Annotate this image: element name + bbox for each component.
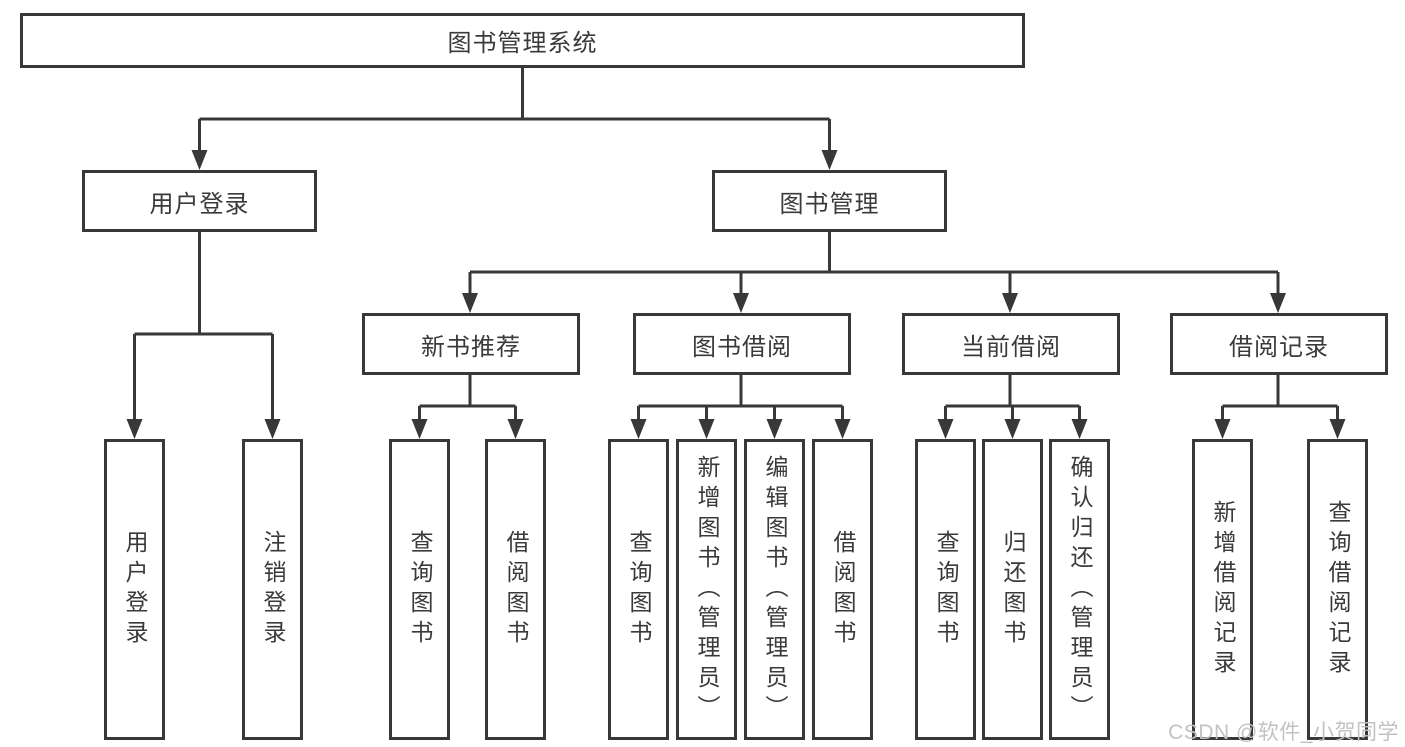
leaf-confirm-return-admin: 确认归还（管理员）: [1049, 439, 1110, 740]
leaf-query-books-borrowing: 查询图书: [608, 439, 669, 740]
leaf-query-books-borrowing-label: 查询图书: [626, 529, 652, 650]
node-current-borrowing-label: 当前借阅: [961, 333, 1061, 361]
node-book-borrowing-label: 图书借阅: [692, 333, 792, 361]
leaf-user-login: 用户登录: [104, 439, 165, 740]
node-borrowing-records-label: 借阅记录: [1229, 333, 1329, 361]
leaf-confirm-return-admin-label: 确认归还（管理员）: [1067, 454, 1093, 725]
leaf-borrow-books-recommend-label: 借阅图书: [503, 529, 529, 650]
leaf-query-books-recommend-label: 查询图书: [407, 529, 433, 650]
leaf-borrow-books-recommend: 借阅图书: [485, 439, 546, 740]
leaf-query-books-current-label: 查询图书: [933, 529, 959, 650]
watermark: CSDN @软件_小贺同学: [1168, 721, 1399, 744]
node-current-borrowing: 当前借阅: [902, 313, 1120, 375]
node-new-book-recommend: 新书推荐: [362, 313, 580, 375]
leaf-logout-label: 注销登录: [260, 529, 286, 650]
leaf-user-login-label: 用户登录: [122, 529, 148, 650]
leaf-add-book-admin-label: 新增图书（管理员）: [694, 454, 720, 725]
leaf-return-books: 归还图书: [982, 439, 1043, 740]
leaf-borrow-books-borrowing: 借阅图书: [812, 439, 873, 740]
node-root-label: 图书管理系统: [447, 30, 598, 57]
node-new-book-recommend-label: 新书推荐: [421, 333, 521, 361]
node-user-login-label: 用户登录: [149, 190, 250, 218]
node-root: 图书管理系统: [20, 13, 1025, 68]
leaf-add-borrow-record-label: 新增借阅记录: [1210, 499, 1236, 680]
node-user-login: 用户登录: [82, 170, 317, 232]
leaf-query-books-current: 查询图书: [915, 439, 976, 740]
node-book-management-label: 图书管理: [779, 190, 880, 218]
node-book-management: 图书管理: [712, 170, 947, 232]
leaf-return-books-label: 归还图书: [1000, 529, 1026, 650]
leaf-edit-book-admin: 编辑图书（管理员）: [744, 439, 805, 740]
leaf-query-borrow-record: 查询借阅记录: [1307, 439, 1368, 740]
leaf-borrow-books-borrowing-label: 借阅图书: [830, 529, 856, 650]
leaf-query-books-recommend: 查询图书: [389, 439, 450, 740]
leaf-edit-book-admin-label: 编辑图书（管理员）: [762, 454, 788, 725]
node-borrowing-records: 借阅记录: [1170, 313, 1388, 375]
node-book-borrowing: 图书借阅: [633, 313, 851, 375]
leaf-add-book-admin: 新增图书（管理员）: [676, 439, 737, 740]
leaf-logout: 注销登录: [242, 439, 303, 740]
leaf-query-borrow-record-label: 查询借阅记录: [1325, 499, 1351, 680]
leaf-add-borrow-record: 新增借阅记录: [1192, 439, 1253, 740]
